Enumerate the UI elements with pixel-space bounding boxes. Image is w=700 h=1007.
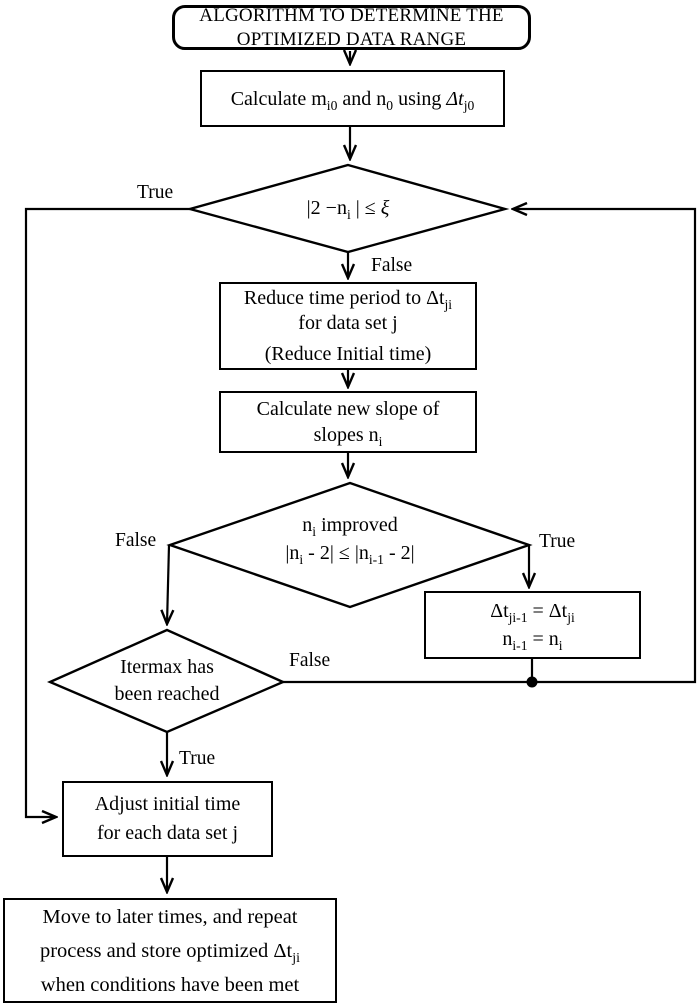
decision-improved-shape: [166, 481, 533, 609]
label-itermax-true: True: [179, 748, 216, 769]
label-tolerance-true: True: [137, 182, 174, 203]
node-move-later: Move to later times, and repeat process …: [3, 898, 337, 1003]
start-title-line2: OPTIMIZED DATA RANGE: [236, 28, 467, 50]
decision-tolerance-shape: [185, 163, 510, 254]
reduce-period-line1: Reduce time period to Δtji: [243, 286, 453, 312]
move-later-line2: process and store optimized Δtji: [39, 939, 301, 966]
label-itermax-false: False: [289, 650, 331, 671]
node-store-values: Δtji-1 = Δtji ni-1 = ni: [424, 591, 641, 659]
label-tolerance-false: False: [371, 255, 413, 276]
calc-slope-line1: Calculate new slope of: [256, 398, 440, 420]
store-values-line1: Δtji-1 = Δtji: [490, 600, 575, 625]
adjust-time-line1: Adjust initial time: [94, 793, 241, 815]
calc-initial-text: Calculate mi0 and n0 using Δtj0: [230, 87, 475, 113]
start-title-line1: ALGORITHM TO DETERMINE THE: [199, 5, 504, 26]
edge-itermax-false-feedback: [283, 209, 697, 684]
reduce-period-line2: for data set j: [298, 311, 398, 334]
label-improved-false: False: [115, 530, 157, 551]
store-values-line2: ni-1 = ni: [502, 628, 563, 653]
move-later-line1: Move to later times, and repeat: [42, 905, 298, 928]
edge-tolerance-true-to-adjust: [24, 207, 190, 817]
adjust-time-line2: for each data set j: [96, 822, 239, 844]
node-reduce-period: Reduce time period to Δtji for data set …: [219, 282, 477, 370]
edge-improved-false-to-itermax: [167, 544, 169, 624]
decision-itermax-shape: [46, 628, 286, 734]
calc-slope-line2: slopes ni: [313, 424, 383, 449]
node-adjust-time: Adjust initial time for each data set j: [62, 781, 273, 857]
reduce-period-line3: (Reduce Initial time): [264, 342, 432, 365]
node-calc-slope: Calculate new slope of slopes ni: [219, 391, 477, 453]
node-start: ALGORITHM TO DETERMINE THE OPTIMIZED DAT…: [172, 5, 531, 50]
move-later-line3: when conditions have been met: [40, 973, 300, 996]
label-improved-true: True: [539, 531, 576, 552]
node-calc-initial: Calculate mi0 and n0 using Δtj0: [200, 70, 505, 127]
junction-dot: [526, 676, 538, 688]
